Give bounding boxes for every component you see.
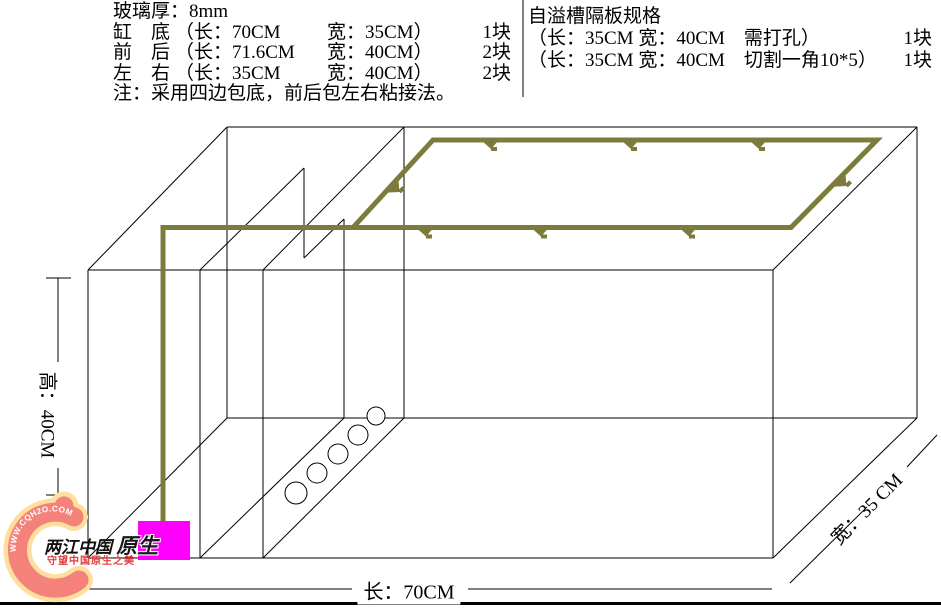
drill-holes [284, 406, 386, 505]
overflow-panel-cut-corner [199, 167, 345, 559]
part-qty: 2块 [482, 42, 511, 63]
part-qty: 1块 [482, 21, 511, 43]
nozzle-icon [387, 181, 406, 194]
glass-spec-block: 玻璃厚：8mm 缸 底 （长：70CM 宽：35CM） 1块 前 后 （长：71… [113, 1, 513, 105]
panel-qty: 1块 [903, 28, 932, 49]
nozzle-icon [482, 141, 498, 151]
part-name: 缸 底 [113, 21, 171, 43]
pump-block [138, 521, 190, 560]
height-dimension-label: 高：40CM [36, 371, 58, 459]
glass-thickness: 玻璃厚：8mm [113, 1, 229, 22]
length-dimension-label: 长：70CM [357, 575, 461, 605]
spray-nozzles [387, 141, 853, 239]
panel-dims: （长：35CM 宽：40CM 需打孔） [528, 28, 820, 49]
part-width: 宽：40CM） [327, 62, 433, 84]
part-name: 前 后 [113, 42, 171, 63]
overflow-panel-drilled [262, 126, 405, 559]
overflow-spec-block: 自溢槽隔板规格 （长：35CM 宽：40CM 需打孔） 1块 （长：35CM 宽… [528, 6, 934, 72]
nozzle-icon [750, 141, 766, 151]
spec-row-bottom: 缸 底 （长：70CM 宽：35CM） 1块 [113, 21, 513, 44]
part-length: （长：71.6CM [175, 42, 295, 63]
part-name: 左 右 [113, 62, 171, 84]
overflow-spec-title: 自溢槽隔板规格 [528, 6, 662, 27]
nozzle-icon [417, 228, 433, 239]
spec-row-left-right: 左 右 （长：35CM 宽：40CM） 2块 [113, 62, 513, 85]
dimension-line-width [789, 434, 938, 584]
part-length: （长：35CM [175, 62, 281, 84]
nozzle-icon [622, 141, 638, 151]
panel-dims: （长：35CM 宽：40CM 切割一角10*5） [528, 50, 877, 71]
overflow-row-cut: （长：35CM 宽：40CM 切割一角10*5） 1块 [528, 50, 934, 72]
part-width: 宽：40CM） [327, 42, 433, 63]
bottom-border-bar [0, 602, 941, 605]
part-qty: 2块 [482, 62, 511, 84]
part-length: （长：70CM [175, 21, 281, 43]
nozzle-icon [532, 228, 548, 239]
assembly-note: 注：采用四边包底，前后包左右粘接法。 [113, 83, 456, 104]
pipe-riser-and-loop [160, 137, 883, 528]
nozzle-icon [834, 175, 853, 188]
spec-row-front-back: 前 后 （长：71.6CM 宽：40CM） 2块 [113, 42, 513, 64]
part-width: 宽：35CM） [327, 21, 433, 43]
overflow-row-drilled: （长：35CM 宽：40CM 需打孔） 1块 [528, 28, 934, 50]
spray-bar-pipe [160, 137, 883, 528]
panel-qty: 1块 [903, 50, 932, 71]
tank-wireframe [87, 126, 918, 559]
nozzle-icon [680, 228, 696, 239]
